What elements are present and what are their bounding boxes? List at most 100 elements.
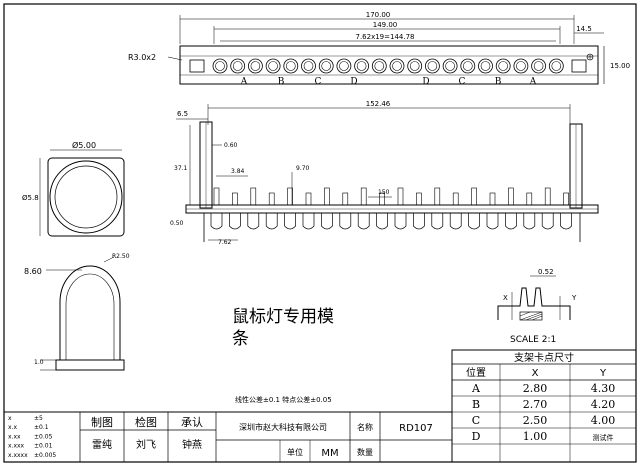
checked-by: 刘飞 bbox=[136, 439, 156, 451]
card-table-header-position: 位置 bbox=[466, 366, 486, 379]
pin-letter: C bbox=[315, 77, 322, 87]
front-pin-stem bbox=[213, 187, 220, 206]
card-table-cell: A bbox=[471, 382, 481, 395]
card-table-title: 支架卡点尺寸 bbox=[514, 351, 574, 364]
front-pin-cup bbox=[284, 213, 296, 230]
front-pin-stem bbox=[324, 187, 330, 206]
front-pin-cup bbox=[468, 213, 480, 230]
front-pin-cup bbox=[339, 213, 352, 230]
dim-front-base: 0.50 bbox=[170, 220, 184, 227]
front-pin-cup bbox=[505, 213, 517, 230]
card-table-cell: 4.00 bbox=[591, 414, 616, 427]
front-pin-cup bbox=[449, 213, 462, 230]
dim-b: 3.84 bbox=[231, 168, 245, 175]
round-view: Ø5.00 Ø5.8 bbox=[22, 140, 125, 237]
company-name: 深圳市赵大科技有限公司 bbox=[239, 422, 327, 432]
front-pin-cup bbox=[376, 213, 388, 230]
made-by: 雷纯 bbox=[92, 438, 112, 451]
pin-letter: D bbox=[350, 77, 357, 87]
dim-a: 0.60 bbox=[224, 142, 238, 149]
pin-hole-inner bbox=[374, 61, 385, 71]
front-pin-cup bbox=[541, 213, 554, 230]
made-by-label: 制图 bbox=[91, 416, 113, 429]
pin-letter: B bbox=[278, 77, 285, 87]
pin-hole-outer bbox=[265, 58, 281, 74]
front-pin-stem bbox=[232, 192, 238, 206]
detail-scale: SCALE 2:1 bbox=[510, 335, 556, 345]
card-table-cell: 测试件 bbox=[593, 433, 614, 442]
front-pin-stem bbox=[452, 192, 459, 206]
front-pin-stem bbox=[287, 187, 293, 206]
front-pin-cup bbox=[486, 213, 499, 230]
pin-hole-inner bbox=[268, 61, 278, 71]
pin-hole-inner bbox=[356, 61, 367, 71]
side-view: 8.60 R2.50 1.0 bbox=[24, 253, 130, 371]
pin-hole-inner bbox=[480, 61, 491, 71]
dim-right-offset: 14.5 bbox=[576, 25, 592, 33]
front-view: 152.46 6.5 0.60 3.84 9.70 150 37.1 0.50 … bbox=[170, 100, 599, 246]
checked-label: 检图 bbox=[135, 415, 157, 429]
unit-label: 单位 bbox=[287, 447, 303, 457]
pin-hole-outer bbox=[212, 58, 228, 74]
pin-hole-inner bbox=[409, 61, 420, 71]
approved-by: 钟燕 bbox=[182, 438, 202, 451]
pin-hole-inner bbox=[232, 61, 243, 71]
front-pin-cup bbox=[357, 213, 370, 230]
front-pin-cup bbox=[265, 213, 278, 230]
card-table-cell: 2.80 bbox=[523, 382, 548, 395]
dim-c: 9.70 bbox=[296, 165, 310, 172]
tolerance-value: ±0.1 bbox=[34, 424, 49, 431]
dim-detail-gap: 0.52 bbox=[538, 268, 554, 276]
radius-note: R3.0x2 bbox=[128, 53, 156, 62]
card-table-cell: 2.50 bbox=[523, 414, 548, 427]
dim-side-radius: R2.50 bbox=[112, 253, 130, 260]
pin-hole-outer bbox=[371, 58, 387, 74]
pin-letter: B bbox=[495, 77, 502, 87]
tolerance-note: 线性公差±0.1 特点公差±0.05 bbox=[235, 395, 332, 404]
dim-left-offset: 6.5 bbox=[177, 110, 188, 118]
tolerance-value: ±0.01 bbox=[34, 443, 53, 450]
unit-value: MM bbox=[321, 448, 338, 459]
front-pin-stem bbox=[434, 187, 441, 206]
pin-hole-outer bbox=[513, 58, 529, 74]
card-table-cell: B bbox=[472, 398, 480, 411]
dim-strip-height: 15.00 bbox=[610, 62, 630, 70]
pin-hole-outer bbox=[495, 58, 511, 74]
front-pin-stem bbox=[471, 187, 477, 206]
pin-hole-outer bbox=[424, 58, 440, 74]
pin-hole-inner bbox=[392, 61, 402, 71]
card-table-cell: 4.20 bbox=[591, 398, 616, 411]
pin-letter: A bbox=[240, 77, 248, 87]
front-pin-stem bbox=[305, 192, 312, 206]
tolerance-value: ±5 bbox=[34, 415, 43, 422]
pin-hole-inner bbox=[427, 61, 438, 71]
front-pin-cup bbox=[413, 213, 425, 230]
pin-hole-outer bbox=[478, 58, 493, 74]
dim-total-length: 170.00 bbox=[366, 11, 391, 19]
pin-hole-outer bbox=[318, 58, 334, 74]
front-pin-cup bbox=[560, 213, 572, 230]
detail-view: 0.52 X Y SCALE 2:1 bbox=[497, 268, 577, 345]
pin-hole-outer bbox=[336, 58, 352, 74]
front-pin-stem bbox=[360, 187, 367, 206]
tolerance-key: x.xxxx bbox=[8, 452, 28, 459]
front-pin-stem bbox=[379, 192, 385, 206]
dim-side-base: 1.0 bbox=[34, 359, 44, 366]
qty-label: 数量 bbox=[357, 447, 373, 457]
pin-hole-inner bbox=[285, 61, 296, 71]
tolerance-key: x.xx bbox=[8, 433, 21, 440]
card-table-cell: D bbox=[472, 430, 481, 443]
pin-hole-inner bbox=[516, 61, 526, 71]
pin-hole-outer bbox=[247, 58, 263, 74]
dim-diameter: Ø5.00 bbox=[72, 140, 96, 150]
front-pin-stem bbox=[544, 187, 551, 206]
front-pin-stem bbox=[489, 192, 496, 206]
pin-hole-outer bbox=[407, 58, 423, 74]
card-table-cell: 1.00 bbox=[523, 430, 548, 443]
card-table-header-y: Y bbox=[599, 368, 607, 379]
card-table-cell: 4.30 bbox=[591, 382, 616, 395]
pin-hole-inner bbox=[445, 61, 455, 71]
card-table-cell: 2.70 bbox=[523, 398, 548, 411]
front-pin-stem bbox=[268, 192, 275, 206]
